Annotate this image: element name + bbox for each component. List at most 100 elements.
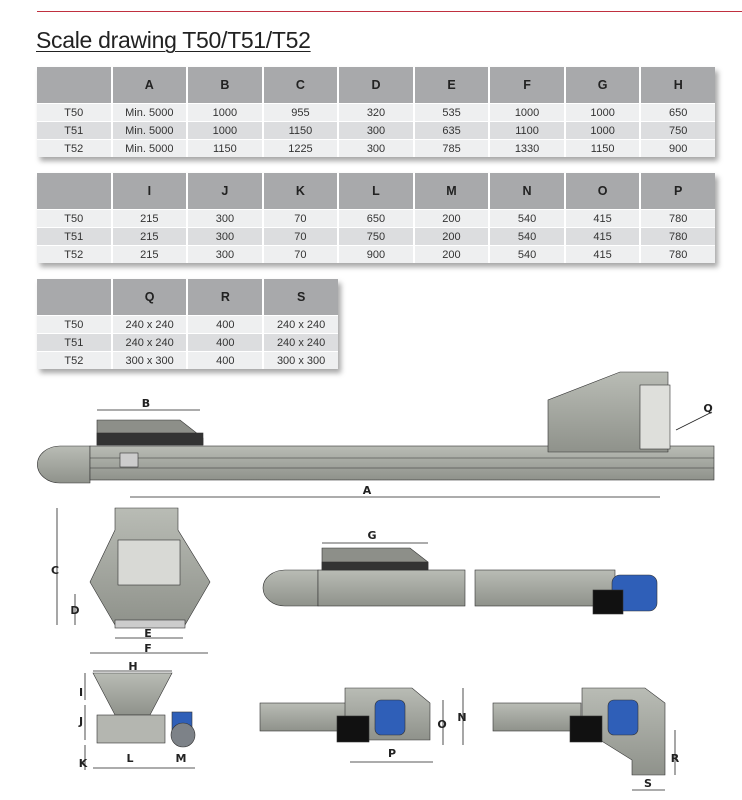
- value-cell: 1150: [564, 139, 642, 157]
- value-cell: 1225: [262, 139, 340, 157]
- model-cell: T51: [37, 333, 113, 352]
- end-view: [92, 672, 196, 748]
- model-cell: T52: [37, 245, 113, 263]
- value-cell: 1000: [489, 103, 566, 122]
- value-cell: 240 x 240: [263, 333, 338, 352]
- value-cell: 1000: [187, 103, 264, 122]
- value-cell: 415: [564, 227, 642, 246]
- outlet-chute-view: [492, 687, 666, 776]
- label-r: R: [671, 752, 680, 765]
- column-header: [37, 173, 113, 210]
- value-cell: 200: [413, 209, 491, 228]
- value-cell: 955: [262, 103, 340, 122]
- value-cell: 215: [111, 209, 189, 228]
- label-g: G: [367, 529, 376, 542]
- value-cell: 240 x 240: [263, 315, 338, 334]
- column-header: [37, 279, 113, 316]
- value-cell: 415: [564, 209, 642, 228]
- value-cell: 785: [413, 139, 491, 157]
- value-cell: 320: [338, 103, 415, 122]
- column-header: N: [489, 173, 566, 210]
- value-cell: 535: [413, 103, 491, 122]
- value-cell: 1150: [262, 121, 340, 140]
- value-cell: 200: [413, 245, 491, 263]
- label-d: D: [70, 604, 79, 617]
- value-cell: 300 x 300: [111, 351, 189, 369]
- model-cell: T50: [37, 103, 113, 122]
- value-cell: 300: [338, 121, 415, 140]
- value-cell: Min. 5000: [111, 103, 189, 122]
- model-cell: T50: [37, 209, 113, 228]
- model-cell: T52: [37, 351, 113, 369]
- column-header: J: [187, 173, 264, 210]
- label-f: F: [144, 642, 152, 655]
- value-cell: 70: [262, 245, 340, 263]
- value-cell: 300: [187, 209, 264, 228]
- dimension-labels: B A Q C D E F G H I J K L M N O P R S: [51, 397, 713, 790]
- dimension-lines: [56, 409, 713, 791]
- conveyor-inlet-view: [262, 547, 658, 615]
- column-header: B: [187, 67, 264, 104]
- column-header: R: [187, 279, 265, 316]
- value-cell: Min. 5000: [111, 121, 189, 140]
- drive-end-view: [259, 687, 431, 743]
- value-cell: 1100: [489, 121, 566, 140]
- value-cell: 300: [187, 227, 264, 246]
- value-cell: 650: [338, 209, 415, 228]
- label-p: P: [388, 747, 396, 760]
- label-h: H: [128, 660, 137, 673]
- column-header: M: [413, 173, 491, 210]
- value-cell: 900: [338, 245, 415, 263]
- column-header: S: [263, 279, 338, 316]
- value-cell: 1000: [564, 103, 642, 122]
- value-cell: 1000: [564, 121, 642, 140]
- label-o: O: [437, 718, 446, 731]
- model-cell: T51: [37, 121, 113, 140]
- column-header: D: [338, 67, 415, 104]
- value-cell: 240 x 240: [111, 315, 189, 334]
- page-title: Scale drawing T50/T51/T52: [36, 27, 311, 53]
- value-cell: 900: [640, 139, 715, 157]
- column-header: A: [111, 67, 189, 104]
- value-cell: 200: [413, 227, 491, 246]
- value-cell: Min. 5000: [111, 139, 189, 157]
- model-cell: T52: [37, 139, 113, 157]
- column-header: P: [640, 173, 715, 210]
- label-b: B: [142, 397, 150, 410]
- label-a: A: [363, 484, 372, 497]
- value-cell: 1000: [187, 121, 264, 140]
- label-e: E: [144, 627, 152, 640]
- value-cell: 300 x 300: [263, 351, 338, 369]
- label-i: I: [79, 686, 83, 699]
- value-cell: 300: [187, 245, 264, 263]
- value-cell: 780: [640, 227, 715, 246]
- value-cell: 400: [187, 351, 265, 369]
- value-cell: 70: [262, 209, 340, 228]
- value-cell: 635: [413, 121, 491, 140]
- column-header: Q: [111, 279, 189, 316]
- label-s: S: [644, 777, 652, 790]
- value-cell: 400: [187, 333, 265, 352]
- value-cell: 215: [111, 227, 189, 246]
- value-cell: 750: [640, 121, 715, 140]
- model-cell: T50: [37, 315, 113, 334]
- value-cell: 70: [262, 227, 340, 246]
- value-cell: 540: [489, 227, 566, 246]
- cross-section-view: [89, 507, 211, 629]
- value-cell: 215: [111, 245, 189, 263]
- column-header: F: [489, 67, 566, 104]
- column-header: L: [338, 173, 415, 210]
- value-cell: 650: [640, 103, 715, 122]
- column-header: C: [262, 67, 340, 104]
